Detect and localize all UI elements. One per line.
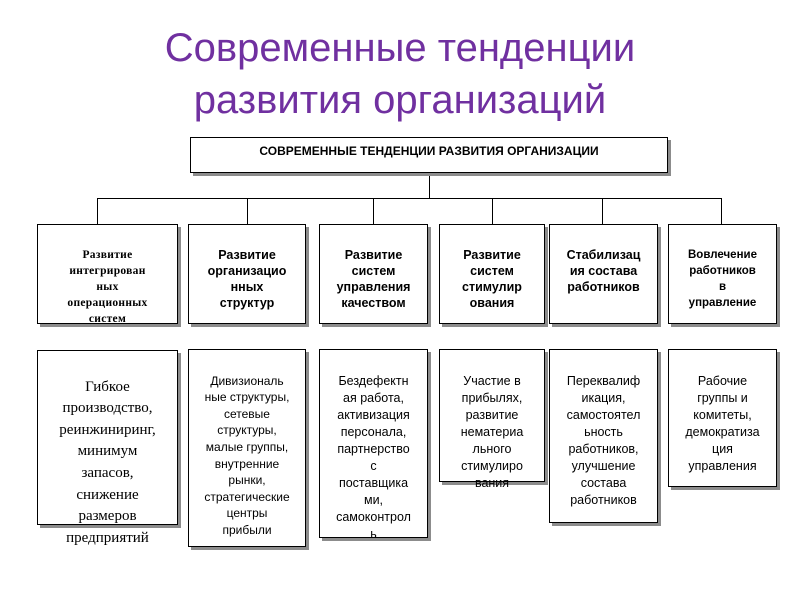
title-line-1: Современные тенденции (164, 26, 636, 70)
detail-node-2: Дивизиональ ные структуры, сетевые струк… (188, 349, 306, 547)
connector-branch-2 (247, 198, 248, 224)
category-node-6-label: Вовлечение работников в управление (688, 249, 757, 309)
connector-branch-5 (602, 198, 603, 224)
category-node-4-label: Развитие систем стимулир ования (462, 248, 522, 310)
category-node-5-label: Стабилизац ия состава работников (566, 248, 641, 294)
connector-root-stem (429, 173, 430, 198)
category-node-3-label: Развитие систем управления качеством (336, 248, 411, 310)
title-line-2: развития организаций (193, 78, 607, 122)
connector-branch-3 (373, 198, 374, 224)
category-node-2: Развитие организацио нных структур (188, 224, 306, 324)
root-node: СОВРЕМЕННЫЕ ТЕНДЕНЦИИ РАЗВИТИЯ ОРГАНИЗАЦ… (190, 137, 668, 173)
detail-node-6-text: Рабочие группы и комитеты, демократиза ц… (685, 374, 760, 473)
category-node-1-label: Развитие интегрирован ных операционных с… (67, 249, 148, 325)
detail-node-3: Бездефектн ая работа, активизация персон… (319, 349, 428, 541)
connector-branch-1 (97, 198, 98, 224)
connector-branch-4 (492, 198, 493, 224)
page-title: Современные тенденции развития организац… (0, 22, 800, 126)
detail-node-1-text: Гибкое производство, реинжиниринг, миним… (59, 378, 156, 546)
detail-node-2-text: Дивизиональ ные структуры, сетевые струк… (204, 373, 290, 537)
detail-node-4-text: Участие в прибылях, развитие нематериа л… (460, 374, 524, 490)
category-node-3: Развитие систем управления качеством (319, 224, 428, 324)
root-node-label: СОВРЕМЕННЫЕ ТЕНДЕНЦИИ РАЗВИТИЯ ОРГАНИЗАЦ… (259, 144, 599, 158)
category-node-5: Стабилизац ия состава работников (549, 224, 658, 324)
detail-node-4: Участие в прибылях, развитие нематериа л… (439, 349, 545, 490)
detail-node-1: Гибкое производство, реинжиниринг, миним… (37, 350, 178, 546)
category-node-2-label: Развитие организацио нных структур (207, 248, 287, 310)
detail-node-6: Рабочие группы и комитеты, демократиза ц… (668, 349, 777, 487)
detail-node-5: Переквалиф икация, самостоятел ьность ра… (549, 349, 658, 523)
detail-node-3-text: Бездефектн ая работа, активизация персон… (336, 374, 411, 541)
category-node-1: Развитие интегрирован ных операционных с… (37, 224, 178, 325)
category-node-6: Вовлечение работников в управление (668, 224, 777, 324)
detail-node-5-text: Переквалиф икация, самостоятел ьность ра… (566, 374, 641, 507)
connector-branch-6 (721, 198, 722, 224)
connector-horizontal-bus (97, 198, 721, 199)
category-node-4: Развитие систем стимулир ования (439, 224, 545, 324)
